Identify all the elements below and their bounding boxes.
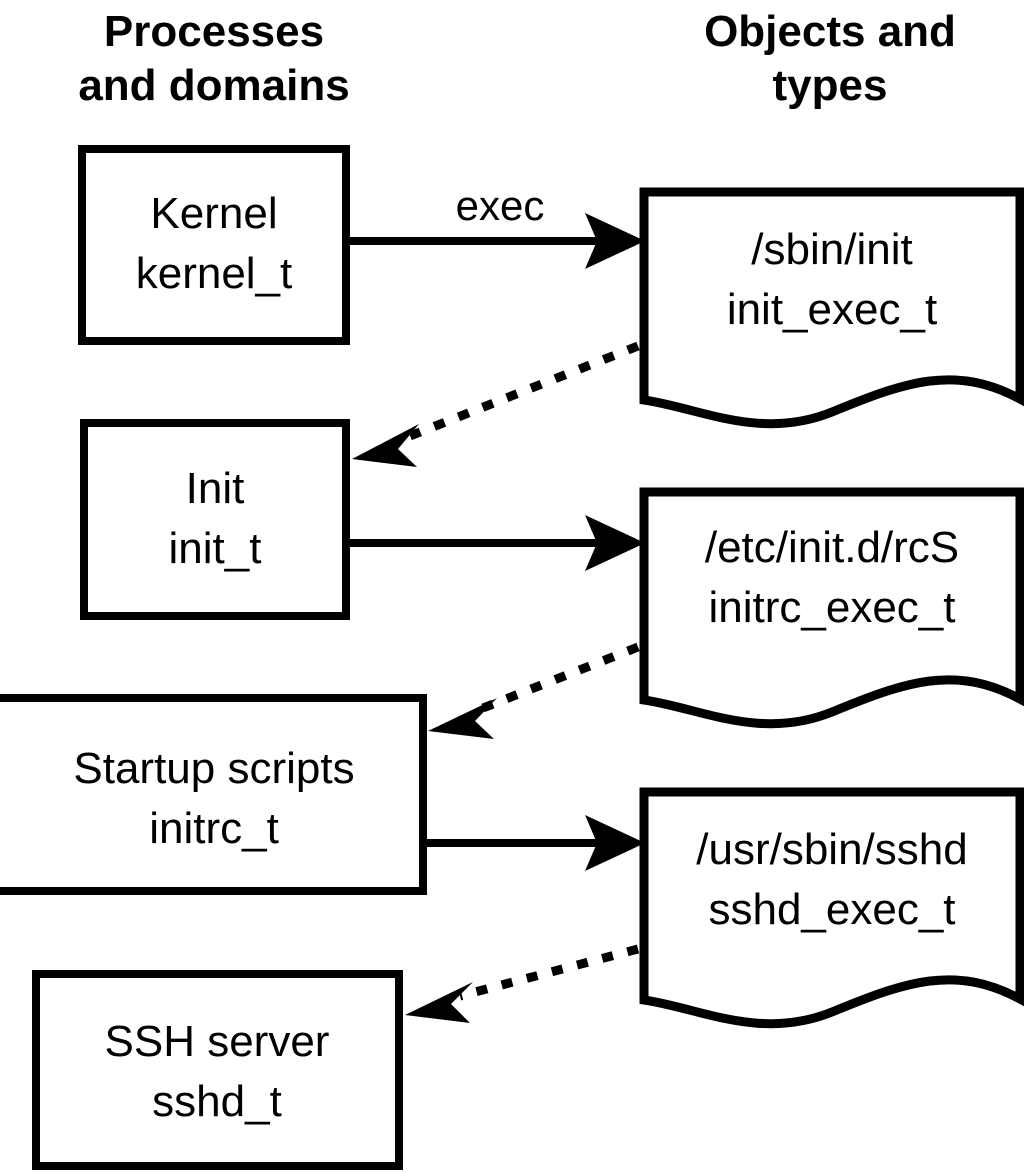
edge-sshd-exec-transition-sshd [405,944,640,1023]
node-usr-sbin-sshd-line2: sshd_exec_t [708,885,955,934]
edge-initrc-exec-sshd-exec [427,815,645,871]
edge-label-exec: exec [456,182,545,229]
edge-line [458,944,640,1001]
node-ssh-server[interactable]: SSH server sshd_t [32,970,403,1170]
arrowhead-icon [585,213,645,269]
node-startup-scripts-line2: initrc_t [149,804,279,853]
node-usr-sbin-sshd-shape[interactable] [639,787,1024,1029]
edge-init-exec-transition-init [352,341,640,467]
node-etc-initd-rcs-shape[interactable] [639,487,1024,729]
edge-initrc-exec-transition-initrc [428,642,640,739]
node-init[interactable]: Init init_t [80,419,350,620]
node-sbin-init-shape[interactable] [639,187,1024,429]
node-ssh-server-line2: sshd_t [152,1077,282,1126]
arrowhead-icon [585,515,645,571]
node-init-line1: Init [186,464,245,513]
node-ssh-server-shape[interactable] [32,970,403,1170]
node-startup-scripts[interactable]: Startup scripts initrc_t [0,694,427,895]
arrowhead-icon [405,982,473,1023]
column-heading-objects: Objects and types [704,7,956,110]
node-etc-initd-rcs-line1: /etc/init.d/rcS [705,523,959,572]
column-heading-objects-line1: Objects and [704,7,956,56]
arrowhead-icon [585,815,645,871]
column-heading-objects-line2: types [773,61,888,110]
node-startup-scripts-line1: Startup scripts [73,744,354,793]
node-usr-sbin-sshd-line1: /usr/sbin/sshd [696,825,967,874]
node-etc-initd-rcs-line2: initrc_exec_t [708,583,955,632]
node-sbin-init[interactable]: /sbin/init init_exec_t [639,187,1024,429]
node-init-shape[interactable] [80,419,350,620]
node-startup-scripts-shape[interactable] [0,694,427,895]
node-kernel-line2: kernel_t [136,249,293,298]
column-heading-processes: Processes and domains [78,7,349,110]
edge-line [403,341,640,443]
node-sbin-init-line1: /sbin/init [751,225,912,274]
edge-kernel-exec-init-exec: exec [350,182,645,269]
node-kernel-shape[interactable] [78,145,350,345]
node-init-line2: init_t [169,524,262,573]
node-sbin-init-line2: init_exec_t [727,285,937,334]
column-heading-processes-line2: and domains [78,61,349,110]
node-etc-initd-rcs[interactable]: /etc/init.d/rcS initrc_exec_t [639,487,1024,729]
node-kernel-line1: Kernel [150,189,277,238]
column-heading-processes-line1: Processes [104,7,324,56]
node-kernel[interactable]: Kernel kernel_t [78,145,350,345]
arrowhead-icon [352,424,419,467]
edge-line [481,642,640,713]
node-usr-sbin-sshd[interactable]: /usr/sbin/sshd sshd_exec_t [639,787,1024,1029]
node-ssh-server-line1: SSH server [105,1017,330,1066]
edge-init-exec-initrc-exec [350,515,645,571]
arrowhead-icon [428,698,497,739]
